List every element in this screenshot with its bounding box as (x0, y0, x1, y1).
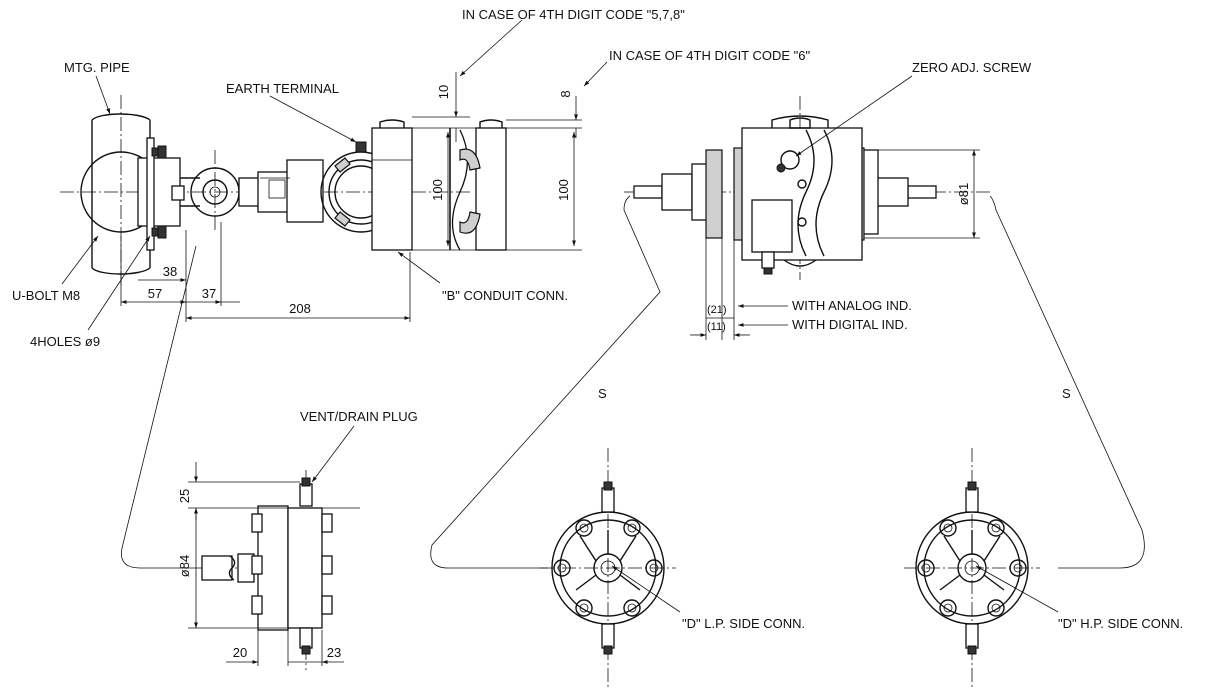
dim-21: (21) (707, 304, 727, 316)
vent-drain-view: 25 ø84 20 23 (177, 425, 360, 670)
label-vent-drain: VENT/DRAIN PLUG (300, 409, 418, 424)
label-lp-side: "D" L.P. SIDE CONN. (682, 616, 805, 631)
dim-208: 208 (289, 301, 311, 316)
label-mtg-pipe: MTG. PIPE (64, 60, 130, 75)
label-s-left: S (598, 386, 607, 401)
dim-20: 20 (233, 645, 247, 660)
dim-8: 8 (558, 90, 573, 97)
s-path-middle (430, 195, 661, 569)
label-digital-ind: WITH DIGITAL IND. (792, 317, 908, 332)
dim-100-right: 100 (556, 179, 571, 201)
dim-11: (11) (707, 321, 726, 333)
s-path-left (121, 245, 197, 569)
dim-25: 25 (177, 489, 192, 503)
side-view: 10 100 8 100 38 57 37 208 (60, 19, 608, 331)
dim-37: 37 (202, 286, 216, 301)
label-earth-terminal: EARTH TERMINAL (226, 81, 339, 96)
dim-d84: ø84 (177, 555, 192, 577)
label-s-right: S (1062, 386, 1071, 401)
label-analog-ind: WITH ANALOG IND. (792, 298, 912, 313)
hp-side-view (904, 448, 1059, 688)
label-conduit: "B" CONDUIT CONN. (442, 288, 568, 303)
s-path-right (989, 195, 1145, 569)
label-zero-adj: ZERO ADJ. SCREW (912, 60, 1032, 75)
dim-57: 57 (148, 286, 162, 301)
dim-100-left: 100 (430, 179, 445, 201)
label-code-6: IN CASE OF 4TH DIGIT CODE "6" (609, 48, 811, 63)
dim-38: 38 (163, 264, 177, 279)
label-four-holes: 4HOLES ø9 (30, 334, 100, 349)
dim-10: 10 (436, 85, 451, 99)
lp-side-view (540, 448, 681, 688)
dim-23: 23 (327, 645, 341, 660)
label-code-578: IN CASE OF 4TH DIGIT CODE "5,7,8" (462, 7, 685, 22)
dim-d81: ø81 (956, 183, 971, 205)
label-hp-side: "D" H.P. SIDE CONN. (1058, 616, 1183, 631)
front-view: ø81 (21) (11) (624, 75, 992, 340)
label-u-bolt: U-BOLT M8 (12, 288, 80, 303)
